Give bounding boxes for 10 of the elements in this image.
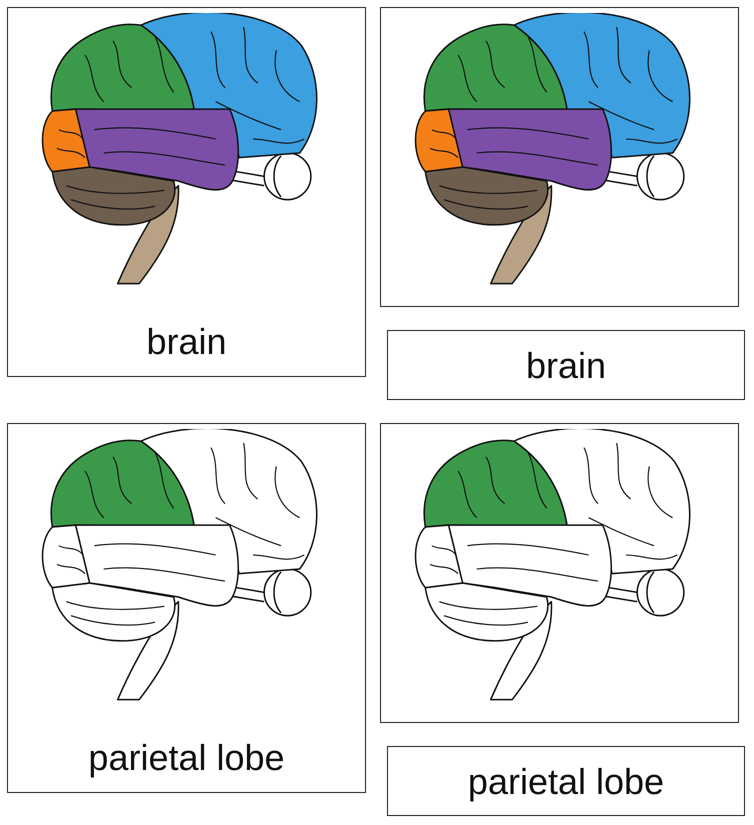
picture-card — [7, 7, 366, 377]
card-label: parietal lobe — [87, 740, 286, 776]
picture-card — [7, 423, 366, 793]
label-card — [387, 746, 745, 816]
card-label: parietal lobe — [466, 764, 666, 800]
card-label: brain — [524, 348, 608, 384]
card-label: brain — [145, 324, 228, 360]
picture-card — [380, 423, 739, 723]
picture-card — [380, 7, 739, 307]
label-card — [387, 330, 745, 400]
